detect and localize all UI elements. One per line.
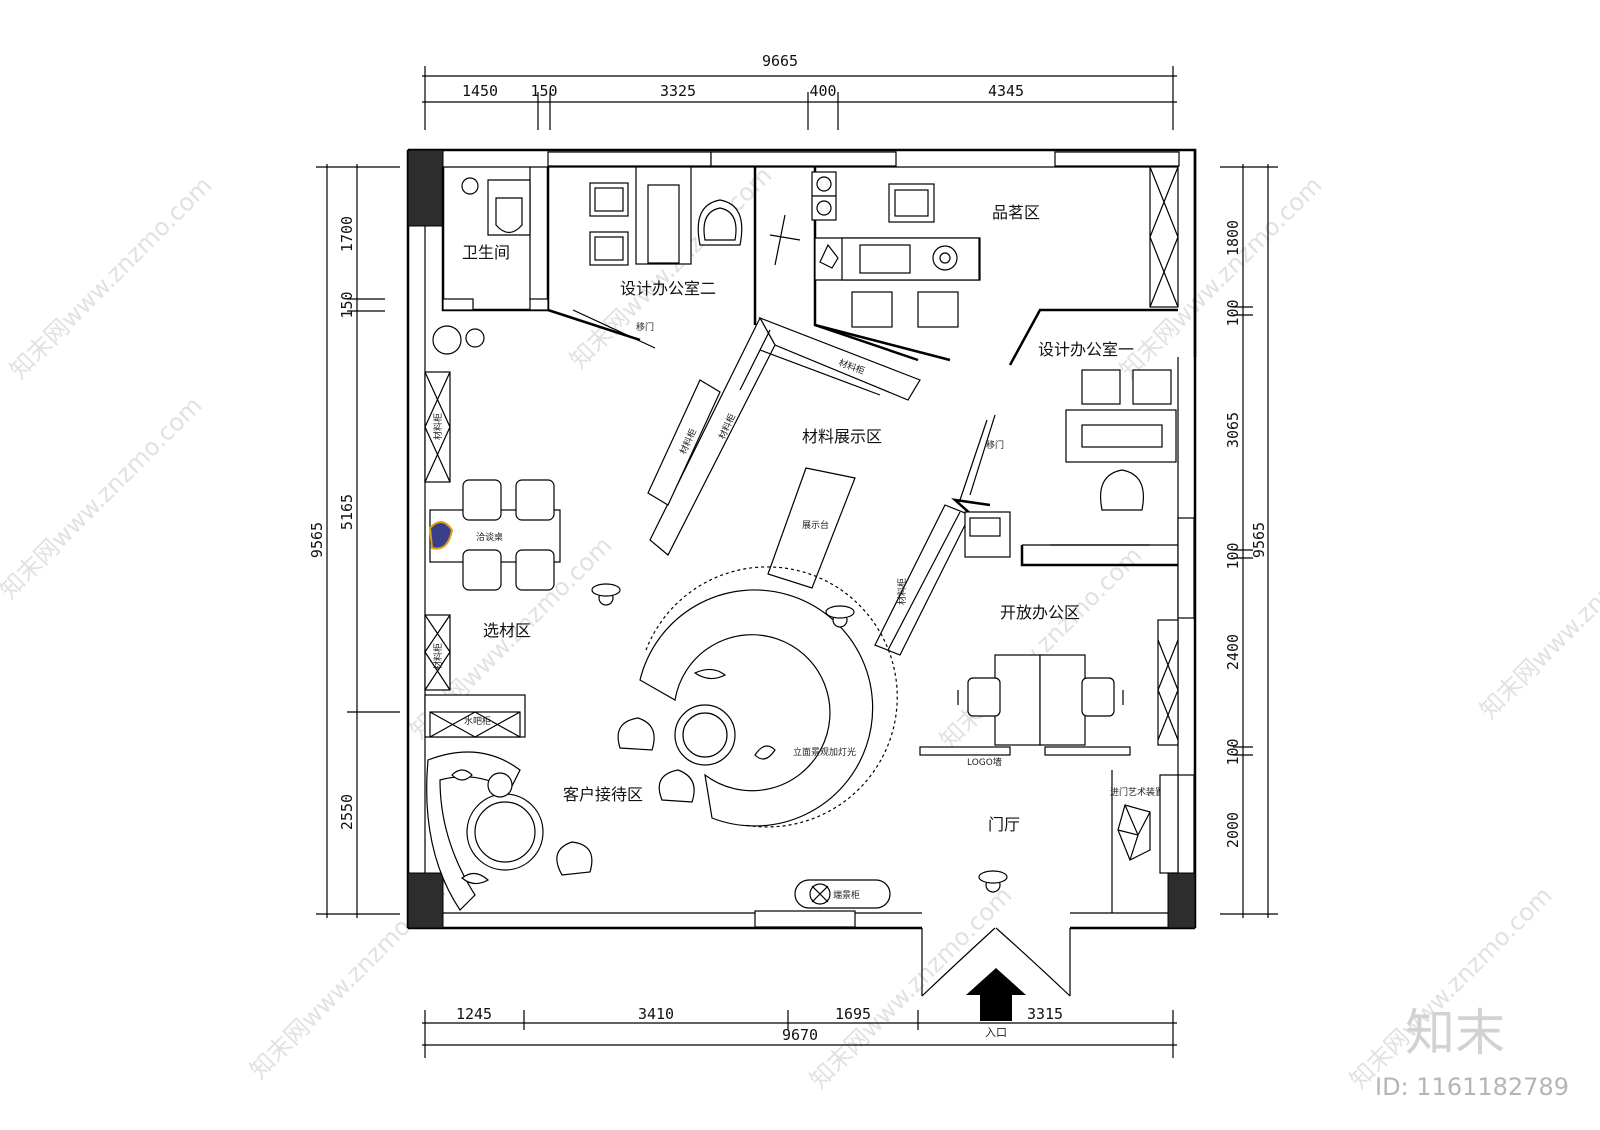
dim-right-5: 2400	[1224, 634, 1242, 670]
dim-top-5: 4345	[988, 82, 1024, 100]
dim-bottom-3: 1695	[835, 1005, 871, 1023]
dim-top-2: 150	[530, 82, 557, 100]
dim-right-1: 1800	[1224, 220, 1242, 256]
room-label-lobby: 门厅	[988, 815, 1020, 834]
watermark-text: 知末网www.znzmo.com	[1114, 171, 1327, 384]
dim-left-2: 150	[338, 291, 356, 318]
watermark-text: 知末网www.znzmo.com	[1344, 881, 1557, 1094]
material-cabinet-label: 材料柜	[432, 643, 444, 670]
negotiation-table-label: 洽谈桌	[476, 531, 503, 543]
dim-right-4: 100	[1224, 542, 1242, 569]
dim-left-3: 5165	[338, 494, 356, 530]
logo-wall-label: LOGO墙	[967, 756, 1002, 768]
dim-top-total: 9665	[762, 52, 798, 70]
id-watermark: ID: 1161182789	[1375, 1073, 1569, 1101]
brand-watermark: 知末	[1405, 1004, 1505, 1062]
feature-light-label: 立面景观加灯光	[793, 746, 856, 758]
sliding-door-label: 移门	[986, 439, 1004, 451]
dim-left-total: 9565	[308, 522, 326, 558]
dim-right-7: 2000	[1224, 812, 1242, 848]
entrance-arrow-icon	[966, 968, 1026, 1021]
dim-bottom-1: 1245	[456, 1005, 492, 1023]
bathroom: 卫生间	[461, 177, 531, 262]
dim-top-3: 3325	[660, 82, 696, 100]
plant-icon	[428, 521, 454, 550]
dimension-lines: 9665 1450 150 3325 400 4345 1245 3410 16…	[308, 52, 1278, 1058]
column	[1167, 872, 1196, 929]
room-label-design-office-2: 设计办公室二	[620, 279, 716, 298]
sliding-door-label: 移门	[636, 321, 654, 333]
watermark-text: 知末网www.znzmo.com	[4, 171, 217, 384]
entry-art-label: 进门艺术装置	[1110, 786, 1164, 798]
exterior-walls: 入口	[406, 148, 1197, 1039]
column	[407, 149, 444, 227]
room-label-design-office-1: 设计办公室一	[1038, 340, 1134, 359]
design-office-2: 设计办公室二 移门	[589, 166, 801, 333]
material-display: 材料柜 材料柜 材料柜 材料柜 展示台 材料展示区	[647, 316, 1011, 656]
room-label-reception: 客户接待区	[563, 785, 643, 804]
lobby: 门厅 进门艺术装置 端景柜	[794, 770, 1179, 913]
dim-right-total: 9565	[1250, 522, 1268, 558]
room-label-material-display: 材料展示区	[802, 427, 882, 446]
room-label-tea-area: 品茗区	[992, 203, 1040, 222]
dim-bottom-4: 3315	[1027, 1005, 1063, 1023]
dim-right-2: 100	[1224, 299, 1242, 326]
watermark-text: 知末网www.znzmo.com	[1474, 511, 1600, 724]
open-office: 开放办公区 LOGO墙	[919, 603, 1179, 768]
dim-top-4: 400	[809, 82, 836, 100]
reception: 立面景观加灯光 客户接待区	[426, 566, 898, 911]
interior-walls	[441, 167, 1178, 567]
column	[407, 872, 444, 929]
dim-right-3: 3065	[1224, 412, 1242, 448]
people-figures	[591, 583, 1008, 893]
room-label-open-office: 开放办公区	[1000, 603, 1080, 622]
dim-left-4: 2550	[338, 794, 356, 830]
material-cabinet-label: 材料柜	[432, 413, 444, 440]
material-cabinet-label: 材料柜	[896, 578, 908, 605]
dim-bottom-2: 3410	[638, 1005, 674, 1023]
water-bar-label: 水吧柜	[464, 715, 491, 727]
landscape-cabinet-label: 端景柜	[833, 889, 860, 901]
material-select: 材料柜 材料柜 洽谈桌 选材区 水吧柜	[424, 325, 561, 738]
entrance-label: 入口	[985, 1026, 1007, 1039]
display-table-label: 展示台	[802, 519, 829, 531]
dim-right-6: 100	[1224, 738, 1242, 765]
room-label-bathroom: 卫生间	[462, 243, 510, 262]
dim-left-1: 1700	[338, 216, 356, 252]
watermark-text: 知末网www.znzmo.com	[0, 391, 207, 604]
dim-top-1: 1450	[462, 82, 498, 100]
tea-area: 品茗区	[811, 166, 1179, 328]
dim-bottom-total: 9670	[782, 1026, 818, 1044]
room-label-material-select: 选材区	[483, 621, 531, 640]
design-office-1: 设计办公室一 移门	[986, 340, 1177, 511]
